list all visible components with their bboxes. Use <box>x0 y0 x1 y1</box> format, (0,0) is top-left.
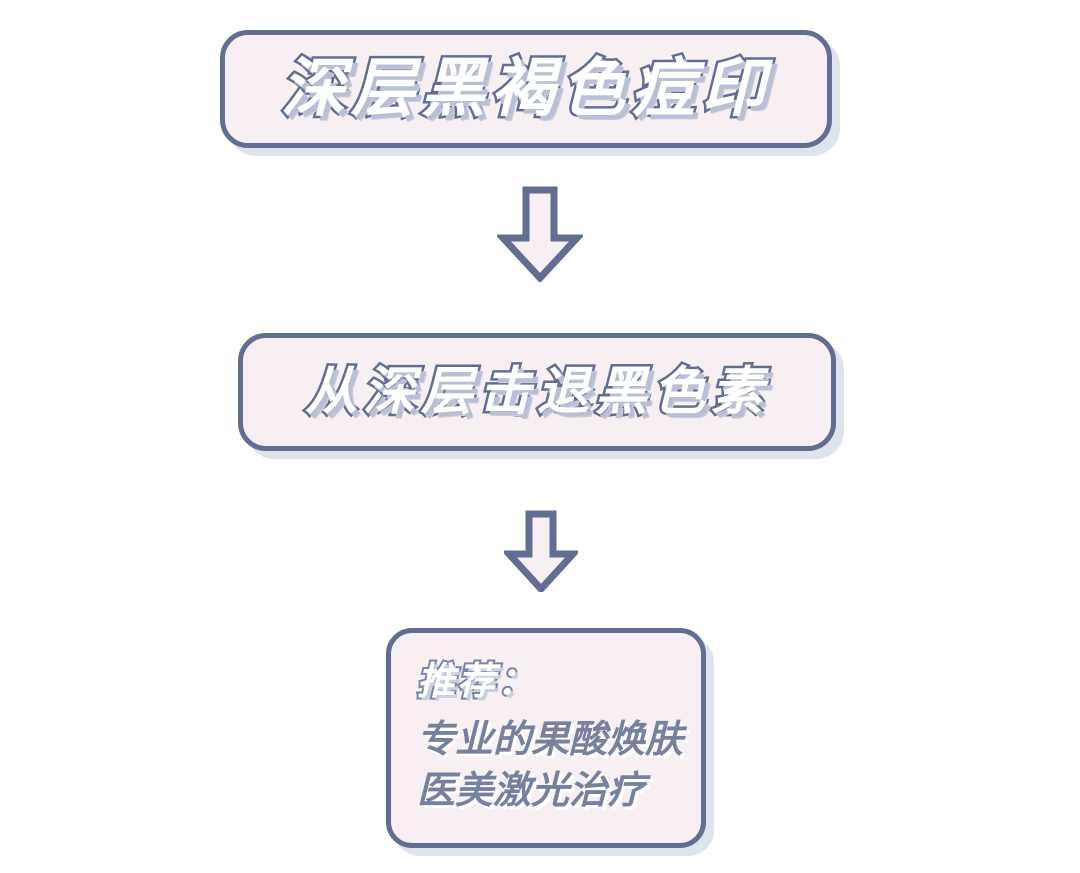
recommendation-line-2: 医美激光治疗 <box>417 768 646 813</box>
flow-step-2-box: 从深层击退黑色素 <box>238 333 836 451</box>
flow-step-1-label: 深层黑褐色痘印 <box>279 52 771 126</box>
flow-step-3-box: 推荐： 专业的果酸焕肤 医美激光治疗 <box>386 628 706 848</box>
arrow-down-icon <box>494 186 586 284</box>
recommendation-title: 推荐： <box>415 657 538 705</box>
recommendation-line-1: 专业的果酸焕肤 <box>417 717 684 762</box>
flow-step-2-label: 从深层击退黑色素 <box>302 362 769 422</box>
arrow-down-icon <box>501 510 581 595</box>
flow-step-1-box: 深层黑褐色痘印 <box>220 30 832 148</box>
